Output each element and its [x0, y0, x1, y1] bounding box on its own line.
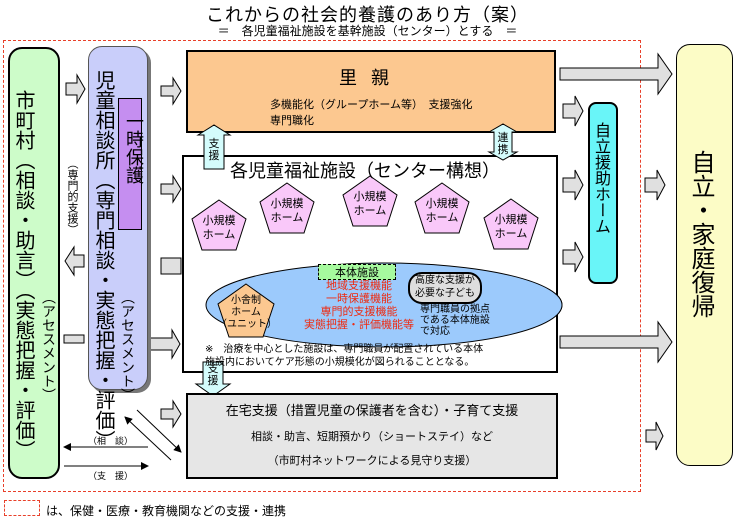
block-arrow-to-foster: [160, 76, 182, 106]
high-support-line1: 高度な支援が: [415, 275, 475, 286]
small-home-pentagon-4: [414, 182, 470, 234]
small-home-label-3: 小規模ホーム: [342, 190, 398, 218]
big-arrow-center-to-independence: [559, 320, 673, 364]
small-home-pentagon-1: [191, 199, 247, 251]
home-support-detail: 相談・助言、短期預かり（ショートステイ）など: [251, 430, 493, 443]
small-home-line1: 小規模: [425, 197, 459, 210]
child-guidance-assessment-label: （アセスメント）: [119, 290, 135, 402]
small-home-label-2: 小規模ホーム: [259, 197, 315, 225]
home-support-network: （市町村ネットワークによる見守り支援）: [267, 454, 477, 467]
legend-dashed-box: [4, 500, 40, 516]
unit-home-line3: （ユニット）: [217, 319, 277, 330]
support-tag-top-label: 支援: [208, 137, 220, 162]
block-arrow-to-home-support: [160, 399, 182, 429]
home-support-title: 在宅支援（措置児童の保護者を含む）・子育て支援: [225, 404, 519, 419]
treatment-note-line1: ※ 治療を中心とした施設は、専門職員が配置されている本体: [205, 344, 484, 355]
block-arrow-to-center-mid-bar: [160, 257, 182, 275]
block-arrow-city-to-center: [65, 73, 86, 105]
block-arrow-foster-to-self-home: [562, 95, 584, 127]
unit-home-line1: 小舎制: [231, 295, 261, 306]
treatment-note: ※ 治療を中心とした施設は、専門職員が配置されている本体 施設内においてケア形態…: [205, 343, 483, 369]
unit-home-line2: ホーム: [231, 307, 261, 318]
function-temporary-protection: 一時保護機能: [326, 292, 392, 305]
cooperation-tag-double-arrow: [487, 123, 519, 161]
support-tag-bottom-label: 支援: [207, 362, 219, 387]
small-home-pentagon-5: [483, 198, 539, 250]
foster-parent-detail-2: 専門職化: [270, 114, 314, 127]
block-arrow-to-center-top: [160, 174, 182, 204]
city-label: 市町村（相談・助言）（実態把握・評価）: [12, 90, 36, 460]
block-arrow-city-to-center-2: [63, 334, 85, 344]
self-reliance-home-label: 自立援助ホーム: [592, 122, 611, 234]
city-assessment-label: （アセスメント）: [40, 290, 56, 402]
big-arrow-foster-to-independence: [559, 52, 673, 96]
city-box: [8, 47, 60, 479]
support-label: （支 援）: [88, 472, 134, 482]
hq-note: 専門職員の拠点 である本体施設 で対応: [420, 304, 490, 337]
diag-arrow-to-center: [124, 416, 172, 461]
support-tag-down-arrow: [194, 361, 232, 397]
support-tag-up-arrow: [196, 124, 232, 170]
block-arrow-center-to-self-home-2: [562, 241, 584, 273]
small-home-pentagon-2: [259, 182, 315, 234]
main-facility-label: 本体施設: [318, 264, 396, 280]
small-home-label-5: 小規模ホーム: [483, 213, 539, 241]
self-reliance-home-box: [588, 102, 618, 284]
block-arrow-self-home-to-independence: [644, 169, 666, 201]
consult-label: （相 談）: [88, 437, 134, 447]
block-arrow-to-center-low: [149, 328, 181, 360]
cooperation-tag-label: 連携: [497, 131, 509, 156]
diag-arrow-to-home-support: [136, 409, 182, 453]
small-home-line2: ホーム: [425, 211, 459, 224]
small-home-line2: ホーム: [353, 204, 387, 217]
foster-parent-title: 里親: [339, 68, 403, 89]
block-arrow-center-to-self-home: [562, 169, 584, 201]
block-arrow-home-support-to-independence: [645, 421, 664, 451]
treatment-note-line2: 施設内においてケア形態の小規模化が図られることとなる。: [205, 357, 475, 368]
home-support-box: [186, 393, 558, 479]
small-home-line2: ホーム: [494, 227, 528, 240]
child-guidance-center-label: 児童相談所（専門相談・実態把握・評価）: [92, 70, 116, 450]
small-home-line2: ホーム: [202, 228, 236, 241]
small-home-line1: 小規模: [202, 214, 236, 227]
hq-note-line1: 専門職員の拠点: [420, 304, 490, 315]
professional-support-label: （専門的支援）: [66, 158, 79, 235]
hq-note-line3: で対応: [420, 326, 450, 337]
independence-box: [676, 44, 733, 466]
function-assessment: 実態把握・評価機能等: [304, 318, 414, 331]
foster-parent-box: [186, 50, 556, 133]
small-home-label-4: 小規模ホーム: [414, 197, 470, 225]
function-professional-support: 専門的支援機能: [320, 305, 398, 318]
small-home-line2: ホーム: [270, 211, 304, 224]
foster-parent-detail-1: 多機能化（グループホーム等） 支援強化: [270, 98, 473, 111]
small-home-label-1: 小規模ホーム: [191, 214, 247, 242]
high-support-line2: 必要な子ども: [415, 288, 475, 299]
small-home-pentagon-3: [342, 175, 398, 227]
temporary-protection-label: 一時保護: [123, 112, 144, 184]
diagram-subtitle: ＝ 各児童福祉施設を基幹施設（センター）とする ＝: [217, 24, 518, 38]
unit-home-pentagon: [217, 283, 275, 338]
small-home-line1: 小規模: [494, 213, 528, 226]
external-support-frame: [3, 40, 641, 492]
high-support-child-box: 高度な支援が 必要な子ども: [408, 272, 482, 304]
unit-home-label: 小舎制 ホーム （ユニット）: [217, 295, 277, 331]
small-home-line1: 小規模: [353, 190, 387, 203]
hq-note-line2: である本体施設: [420, 315, 490, 326]
temporary-protection-box: [118, 98, 142, 230]
block-arrow-center-to-city: [64, 245, 85, 277]
small-home-line1: 小規模: [270, 197, 304, 210]
independence-label: 自立・家庭復帰: [687, 150, 715, 318]
function-community-support: 地域支援機能: [326, 279, 392, 292]
main-facility-functions: 地域支援機能 一時保護機能 専門的支援機能 実態把握・評価機能等: [300, 279, 418, 331]
center-concept-title: 各児童福祉施設（センター構想）: [230, 161, 500, 182]
diagram-title: これからの社会的養護のあり方（案）: [206, 5, 529, 26]
legend-text: は、保健・医療・教育機関などの支援・連携: [46, 504, 287, 518]
